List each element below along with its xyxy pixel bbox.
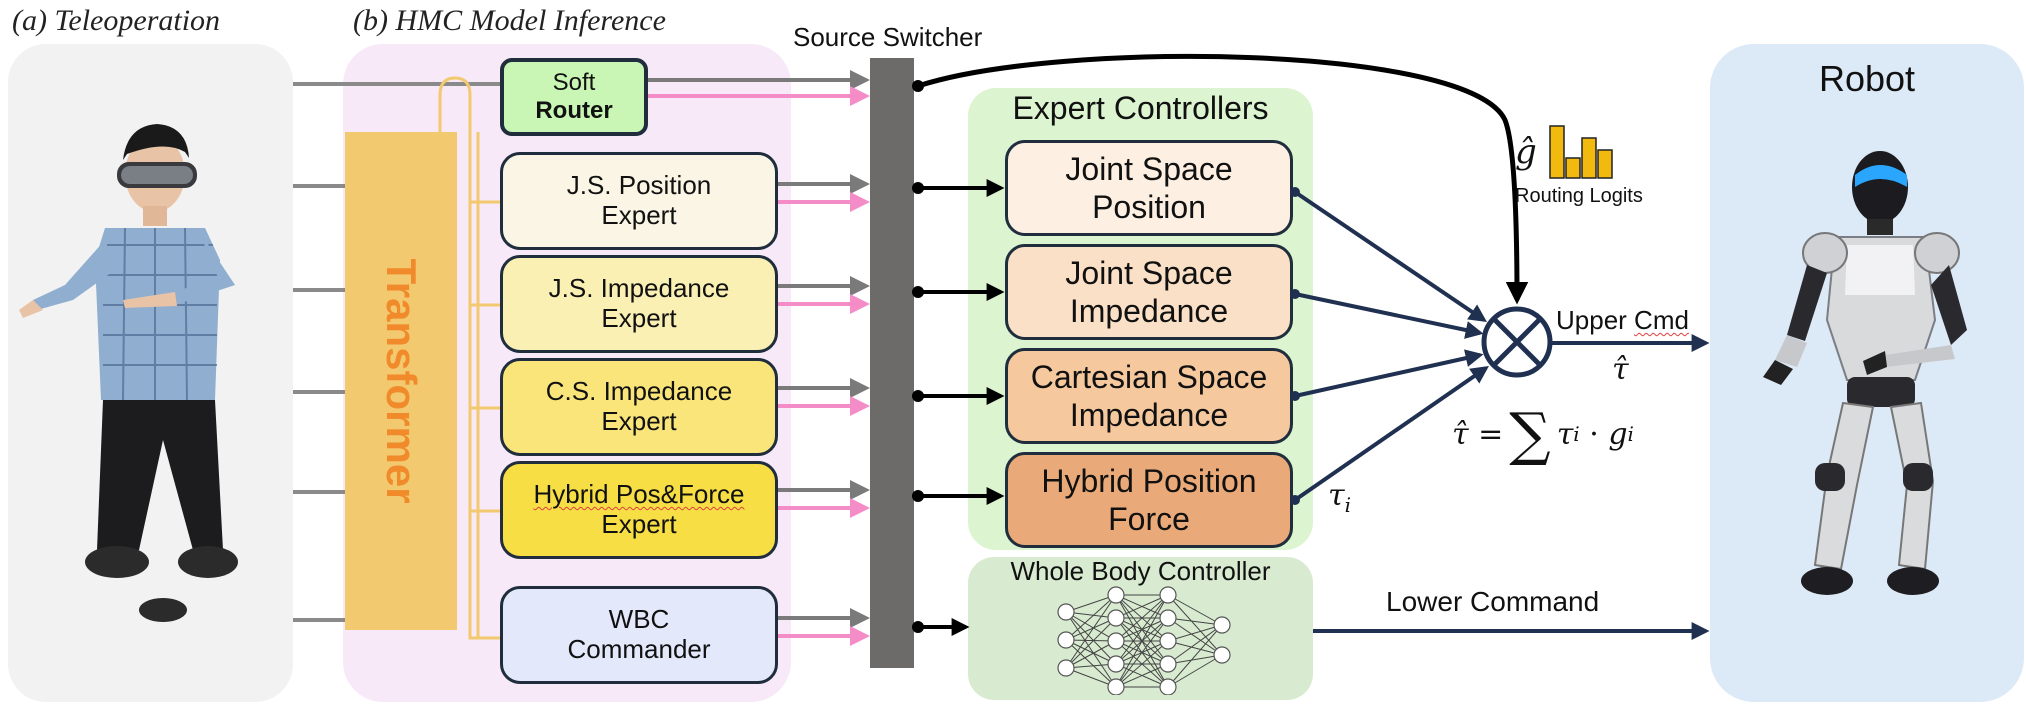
expert-hybrid-line1: Hybrid Pos&Force	[533, 479, 745, 510]
expert-js-position-line1: J.S. Position	[566, 170, 712, 201]
controller-cs-impedance-line2: Impedance	[1069, 397, 1229, 433]
formula-g: g	[1608, 416, 1628, 452]
controller-hybrid-line1: Hybrid Position	[1041, 462, 1257, 499]
operator-illustration	[19, 124, 238, 622]
expert-wbc-line2: Commander	[567, 634, 711, 664]
expert-cs-impedance-line1: C.S. Impedance	[545, 376, 733, 407]
controller-cs-impedance: Cartesian Space Impedance	[1005, 348, 1293, 444]
expert-js-position: J.S. Position Expert	[500, 152, 778, 250]
expert-js-impedance-line2: Expert	[601, 303, 677, 333]
switcher-output-arrows	[918, 179, 1005, 636]
transformer-feedback-lines	[438, 76, 500, 640]
expert-wbc-line1: WBC	[608, 604, 670, 635]
controller-js-position-line1: Joint Space	[1065, 150, 1233, 187]
controller-js-position-line2: Position	[1092, 189, 1206, 225]
controller-hybrid-position-force: Hybrid Position Force	[1005, 452, 1293, 548]
teleoperation-label: (a) Teleoperation	[12, 4, 221, 37]
controller-js-position: Joint Space Position	[1005, 140, 1293, 236]
formula-tau-sub: i	[1573, 422, 1580, 446]
expert-cs-impedance-line2: Expert	[601, 406, 677, 436]
formula-lhs: τ̂ =	[1452, 416, 1504, 452]
robot-label: Robot	[1818, 58, 1916, 99]
input-lines	[293, 82, 500, 622]
controller-js-impedance-line1: Joint Space	[1065, 254, 1233, 291]
expert-output-gray-arrows	[648, 70, 870, 628]
upper-cmd-label: Upper Cmd	[1556, 305, 1689, 336]
soft-router-line2: Router	[535, 97, 613, 124]
expert-controllers-title: Expert Controllers	[1012, 90, 1269, 126]
upper-word: Upper	[1556, 305, 1635, 335]
routing-logits-bar-icon	[1549, 125, 1613, 179]
formula-g-sub: i	[1627, 422, 1634, 446]
controller-js-impedance-line2: Impedance	[1069, 293, 1229, 329]
formula-tau: τ	[1556, 416, 1574, 452]
source-switcher-bar	[870, 58, 914, 668]
model-inference-label: (b) HMC Model Inference	[353, 4, 666, 37]
switcher-output-dots	[912, 80, 924, 633]
routing-curve-arrow	[917, 53, 1529, 305]
lower-command-label: Lower Command	[1386, 586, 1600, 617]
whole-body-controller-label: Whole Body Controller	[1010, 556, 1271, 586]
formula-dot: ·	[1579, 416, 1609, 452]
tau-hat-label: τ̂	[1612, 352, 1629, 387]
transformer-block	[345, 132, 457, 630]
expert-wbc-commander: WBC Commander	[500, 586, 778, 684]
expert-js-impedance: J.S. Impedance Expert	[500, 255, 778, 353]
soft-router-line1: Soft	[552, 69, 596, 97]
formula-sum: ∑	[1509, 400, 1551, 468]
tau-i-sub: i	[1344, 493, 1352, 517]
controller-hybrid-line2: Force	[1108, 501, 1190, 537]
expert-js-position-line2: Expert	[601, 200, 677, 230]
controller-cs-impedance-line1: Cartesian Space	[1030, 358, 1268, 395]
cmd-word: Cmd	[1634, 305, 1689, 335]
expert-js-impedance-line1: J.S. Impedance	[548, 273, 730, 304]
soft-router-box: Soft Router	[500, 58, 648, 136]
expert-cs-impedance: C.S. Impedance Expert	[500, 358, 778, 456]
controller-js-impedance: Joint Space Impedance	[1005, 244, 1293, 340]
routing-logits-label: Routing Logits	[1515, 185, 1643, 207]
expert-hybrid-pos-force: Hybrid Pos&Force Expert	[500, 461, 778, 559]
source-switcher-label: Source Switcher	[793, 22, 983, 52]
tau-i-symbol: τ	[1328, 478, 1345, 513]
robot-illustration	[1763, 151, 1967, 595]
controller-output-arrows	[1293, 190, 1489, 502]
expert-output-pink-arrows	[648, 86, 870, 646]
neural-network-icon	[1057, 586, 1231, 695]
routing-logits-symbol: ĝ	[1515, 132, 1537, 172]
expert-hybrid-line2: Expert	[601, 509, 677, 539]
tau-i-label: τi	[1328, 478, 1351, 517]
combiner-multiply-icon	[1481, 306, 1553, 378]
